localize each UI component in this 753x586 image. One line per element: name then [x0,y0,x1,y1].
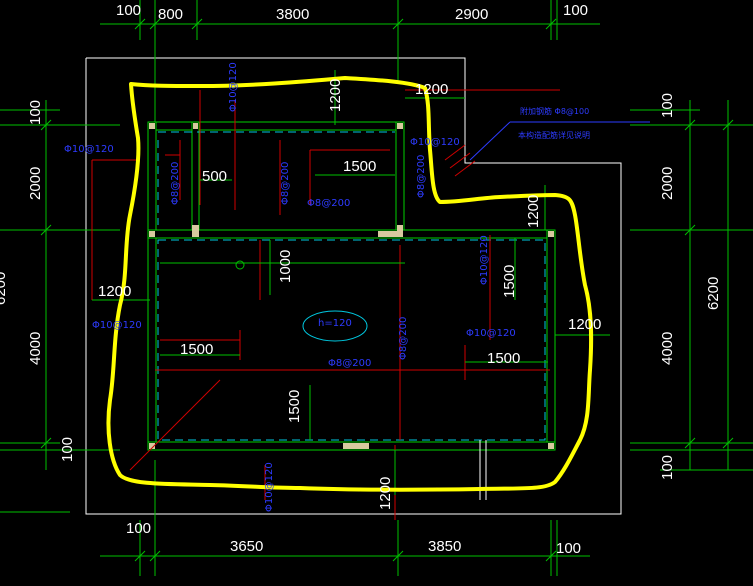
highlight-outline [106,76,594,492]
slab-thickness-label: h=120 [318,318,352,329]
dim-inner-1000: 1000 [277,250,294,283]
dim-top-5: 100 [563,2,588,19]
rebar-label: Φ10@120 [228,62,239,112]
dim-bottom-1: 100 [126,520,151,537]
dim-top-3: 3800 [276,6,309,23]
dim-inner-1200-rightwall: 1200 [525,195,542,228]
rebar-label: Φ10@120 [466,328,516,339]
note-leader [469,121,650,161]
rebar-label: Φ10@120 [264,462,275,512]
dim-top-1: 100 [116,2,141,19]
dim-bottom-4: 100 [556,540,581,557]
dim-inner-1200-right: 1200 [568,316,601,333]
rebar-label: Φ10@120 [410,137,460,148]
note-line-2: 本构造配筋详见说明 [518,130,590,140]
rebar-label: Φ8@200 [416,155,427,198]
note-line-1: 附加钢筋 Φ8@100 [520,106,589,116]
rebar-label: Φ10@120 [479,235,490,285]
dim-bottom-3: 3850 [428,538,461,555]
dim-left-2: 2000 [27,167,44,200]
dim-left-5: 6200 [0,272,9,305]
rebar-label: Φ10@120 [64,144,114,155]
dim-inner-1200-left: 1200 [98,283,131,300]
dim-inner-500: 500 [202,168,227,185]
hatch-mark [444,144,476,177]
rebar-label: Φ8@200 [170,162,181,205]
dim-text-group: 100 800 3800 2900 100 100 3650 3850 100 … [0,2,722,557]
rebar-lines [91,89,560,520]
dim-top-4: 2900 [455,6,488,23]
dim-right-3: 4000 [659,332,676,365]
dim-inner-1500-e: 1500 [501,265,518,298]
dim-left-3: 4000 [27,332,44,365]
rebar-annotations: Φ10@120 Φ8@200 Φ8@200 Φ8@200 Φ8@200 Φ10@… [64,62,590,512]
slab-thickness-ellipse [302,310,368,342]
dim-right-4: 100 [659,455,676,480]
rebar-label: Φ8@200 [398,317,409,360]
dim-right-5: 6200 [705,277,722,310]
dim-inner-1500-d: 1500 [286,390,303,423]
dim-top-2: 800 [158,6,183,23]
dim-inner-1500-b: 1500 [180,341,213,358]
rebar-label: Φ8@200 [328,358,371,369]
dim-inner-1500-a: 1500 [343,158,376,175]
dim-inner-1500-c: 1500 [487,350,520,367]
dim-bottom-2: 3650 [230,538,263,555]
dim-inner-1200-topright: 1200 [415,81,448,98]
dim-right-1: 100 [659,93,676,118]
dim-right-2: 2000 [659,167,676,200]
walls [147,121,556,451]
outer-boundary [85,57,622,515]
dim-inner-1200-top: 1200 [327,79,344,112]
rebar-label: Φ8@200 [280,162,291,205]
dim-left-4: 100 [59,437,76,462]
dim-inner-1200-bottom: 1200 [377,477,394,510]
dim-left-1: 100 [27,100,44,125]
rebar-label: Φ8@200 [307,198,350,209]
rebar-label: Φ10@120 [92,320,142,331]
slab-outline [157,131,546,441]
